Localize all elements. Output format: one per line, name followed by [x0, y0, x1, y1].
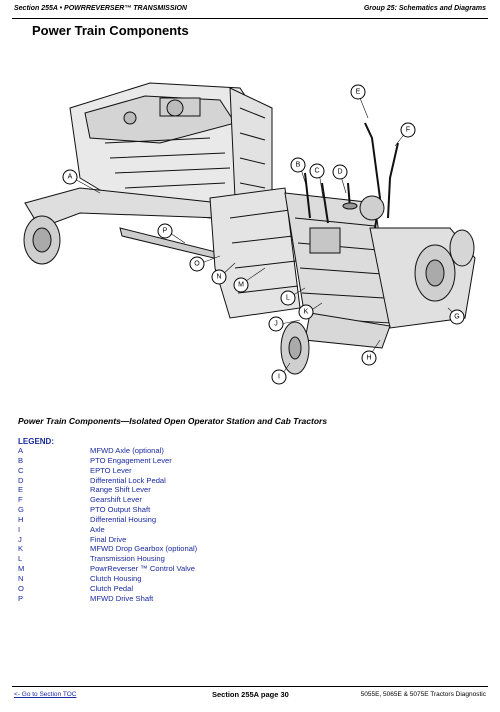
- svg-text:L: L: [286, 295, 290, 302]
- svg-text:P: P: [163, 228, 168, 235]
- legend-label: MFWD Axle (optional): [90, 446, 164, 455]
- legend-item: E Range Shift Lever: [18, 485, 338, 495]
- legend-item: P MFWD Drive Shaft: [18, 594, 338, 604]
- svg-text:D: D: [337, 169, 342, 176]
- legend-item: C EPTO Lever: [18, 466, 338, 476]
- legend-key: M: [18, 564, 25, 574]
- legend-label: EPTO Lever: [90, 465, 132, 475]
- section-toc-link[interactable]: <- Go to Section TOC: [14, 691, 77, 698]
- legend-key: L: [18, 554, 23, 564]
- callout-p: P: [157, 223, 173, 239]
- legend-key: K: [18, 544, 24, 554]
- legend-label: PTO Output Shaft: [90, 505, 151, 515]
- callout-h: H: [361, 350, 377, 366]
- legend-item: B PTO Engagement Lever: [18, 456, 338, 466]
- header-group: Group 25: Schematics and Diagrams: [363, 5, 486, 12]
- legend-label: Range Shift Lever: [90, 485, 151, 495]
- legend-label: Gearshift Lever: [90, 495, 142, 505]
- callout-n: N: [211, 269, 227, 285]
- callout-e: E: [350, 84, 366, 100]
- manual-title: 5055E, 5065E & 5075E Tractors Diagnostic: [360, 691, 486, 698]
- legend-item: J Final Drive: [18, 535, 338, 545]
- page-title: Power Train Components: [32, 23, 189, 38]
- legend-title: LEGEND:: [18, 437, 54, 446]
- svg-text:H: H: [366, 355, 371, 362]
- legend-item: N Clutch Housing: [18, 574, 338, 584]
- legend-item: O Clutch Pedal: [18, 584, 338, 594]
- legend-key: O: [18, 583, 24, 593]
- callout-labels: A B C D E F G H I J K L M N O P: [62, 84, 465, 385]
- page-number: Section 255A page 30: [212, 690, 289, 699]
- legend-label: Final Drive: [90, 534, 127, 544]
- page-header: Section 255A • POWRREVERSER™ TRANSMISSIO…: [12, 0, 488, 19]
- legend-label: PTO Engagement Lever: [90, 455, 172, 465]
- power-train-illustration: A B C D E F G H I J K L M N O P: [23, 82, 476, 385]
- legend-label: Transmission Housing: [90, 554, 165, 564]
- svg-text:M: M: [238, 282, 244, 289]
- legend-label: MFWD Drop Gearbox (optional): [90, 544, 198, 554]
- legend-label: Differential Housing: [90, 514, 157, 524]
- callout-c: C: [309, 163, 325, 179]
- legend-key: N: [18, 573, 24, 583]
- legend-item: L Transmission Housing: [18, 554, 338, 564]
- legend-item: K MFWD Drop Gearbox (optional): [18, 544, 338, 554]
- callout-k: K: [298, 304, 314, 320]
- callout-l: L: [280, 290, 296, 306]
- legend-key: D: [18, 475, 24, 485]
- svg-text:J: J: [274, 321, 278, 328]
- legend-label: Clutch Housing: [90, 573, 142, 583]
- legend-key: J: [18, 534, 22, 544]
- callout-j: J: [268, 316, 284, 332]
- legend-key: F: [18, 495, 23, 505]
- legend-list: A MFWD Axle (optional) B PTO Engagement Le…: [18, 446, 338, 604]
- legend-item: F Gearshift Lever: [18, 495, 338, 505]
- svg-text:E: E: [356, 89, 361, 96]
- legend-key: A: [18, 446, 24, 455]
- legend-key: G: [18, 505, 24, 515]
- legend-key: I: [18, 524, 21, 534]
- legend-item: G PTO Output Shaft: [18, 505, 338, 515]
- svg-text:O: O: [194, 261, 200, 268]
- svg-text:B: B: [296, 162, 301, 169]
- svg-text:K: K: [304, 309, 309, 316]
- legend-key: P: [18, 593, 24, 603]
- legend-item: H Differential Housing: [18, 515, 338, 525]
- legend-item: D Differential Lock Pedal: [18, 476, 338, 486]
- svg-text:I: I: [278, 374, 280, 381]
- legend-label: PowrReverser ™ Control Valve: [90, 564, 195, 574]
- callout-a: A: [62, 169, 78, 185]
- svg-text:A: A: [68, 174, 73, 181]
- svg-text:F: F: [406, 127, 410, 134]
- legend-label: MFWD Drive Shaft: [90, 593, 154, 603]
- header-section: Section 255A • POWRREVERSER™ TRANSMISSIO…: [14, 5, 187, 12]
- callout-m: M: [233, 277, 249, 293]
- callout-g: G: [449, 309, 465, 325]
- legend-key: E: [18, 485, 24, 495]
- callout-f: F: [400, 122, 416, 138]
- legend-key: C: [18, 465, 24, 475]
- legend-label: Differential Lock Pedal: [90, 475, 166, 485]
- callout-b: B: [290, 157, 306, 173]
- figure-caption: Power Train Components—Isolated Open Ope…: [18, 416, 328, 426]
- svg-text:G: G: [454, 314, 459, 321]
- legend-item: M PowrReverser ™ Control Valve: [18, 564, 338, 574]
- callout-d: D: [332, 164, 348, 180]
- svg-text:N: N: [216, 274, 221, 281]
- legend-key: B: [18, 455, 24, 465]
- callout-i: I: [271, 369, 287, 385]
- page-footer: <- Go to Section TOC Section 255A page 3…: [12, 686, 488, 701]
- svg-text:C: C: [314, 168, 319, 175]
- legend-label: Clutch Pedal: [90, 583, 134, 593]
- legend-item: A MFWD Axle (optional): [18, 446, 338, 456]
- legend-item: I Axle: [18, 525, 338, 535]
- callout-o: O: [189, 256, 205, 272]
- legend-key: H: [18, 514, 24, 524]
- legend-label: Axle: [90, 524, 105, 534]
